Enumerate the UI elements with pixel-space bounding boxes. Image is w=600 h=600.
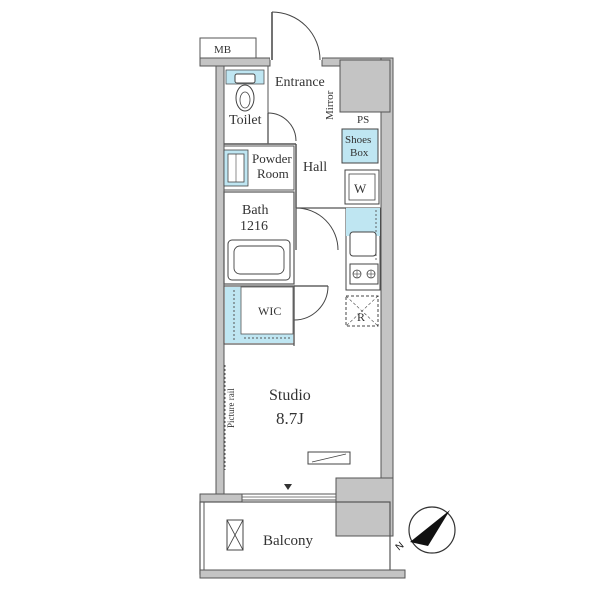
ps-label: PS (357, 114, 369, 126)
shoes-box-label-line2: Box (350, 147, 369, 159)
washer-label: W (354, 181, 367, 196)
picture-rail-label: Picture rail (226, 388, 236, 428)
balcony-rail (199, 569, 406, 579)
bottom-wall-left (199, 493, 243, 503)
mb-box (199, 37, 257, 59)
powder-label-line1: Powder (252, 151, 292, 166)
arrow-marker-icon (284, 484, 292, 490)
entrance-opening (270, 56, 322, 60)
wic-door-swing (293, 285, 329, 321)
bath-door-swing (295, 207, 339, 251)
shoes-box (341, 128, 379, 164)
evacuation-hatch (226, 519, 244, 551)
entrance-label: Entrance (275, 75, 325, 90)
svg-text:N: N (394, 540, 407, 553)
washer-icon (344, 169, 380, 205)
mirror-label: Mirror (324, 90, 336, 120)
toilet-door-swing (267, 112, 297, 142)
toilet-label: Toilet (229, 113, 262, 128)
right-wall (380, 57, 394, 499)
compass-icon: N (394, 506, 456, 554)
column-bottom-right (335, 477, 394, 537)
sink-icon (349, 231, 377, 257)
refrigerator-label: R (357, 310, 365, 324)
kitchen-counter-top (346, 208, 380, 236)
wic-shelf-right (241, 334, 293, 343)
refrigerator-space (345, 295, 379, 327)
stove-icon (349, 263, 379, 285)
bathtub-icon (227, 239, 291, 281)
bath-label: Bath (242, 203, 268, 218)
entrance-door-swing (271, 11, 321, 61)
left-wall (215, 57, 225, 499)
washbasin-icon (223, 149, 249, 187)
balcony-label: Balcony (263, 533, 313, 549)
mb-label: MB (214, 44, 231, 56)
toilet-icon (234, 73, 256, 112)
column-top-right (339, 59, 391, 113)
wic-shelf-left (225, 287, 241, 343)
wic-label: WIC (258, 304, 281, 318)
bath-room (223, 191, 295, 285)
top-wall-left (199, 57, 271, 67)
shoes-box-label-line1: Shoes (345, 134, 371, 146)
bath-size-label: 1216 (240, 219, 268, 234)
hall-label: Hall (303, 160, 327, 175)
studio-size-label: 8.7J (276, 409, 304, 428)
studio-label: Studio (269, 387, 311, 404)
powder-label-line2: Room (257, 166, 289, 181)
